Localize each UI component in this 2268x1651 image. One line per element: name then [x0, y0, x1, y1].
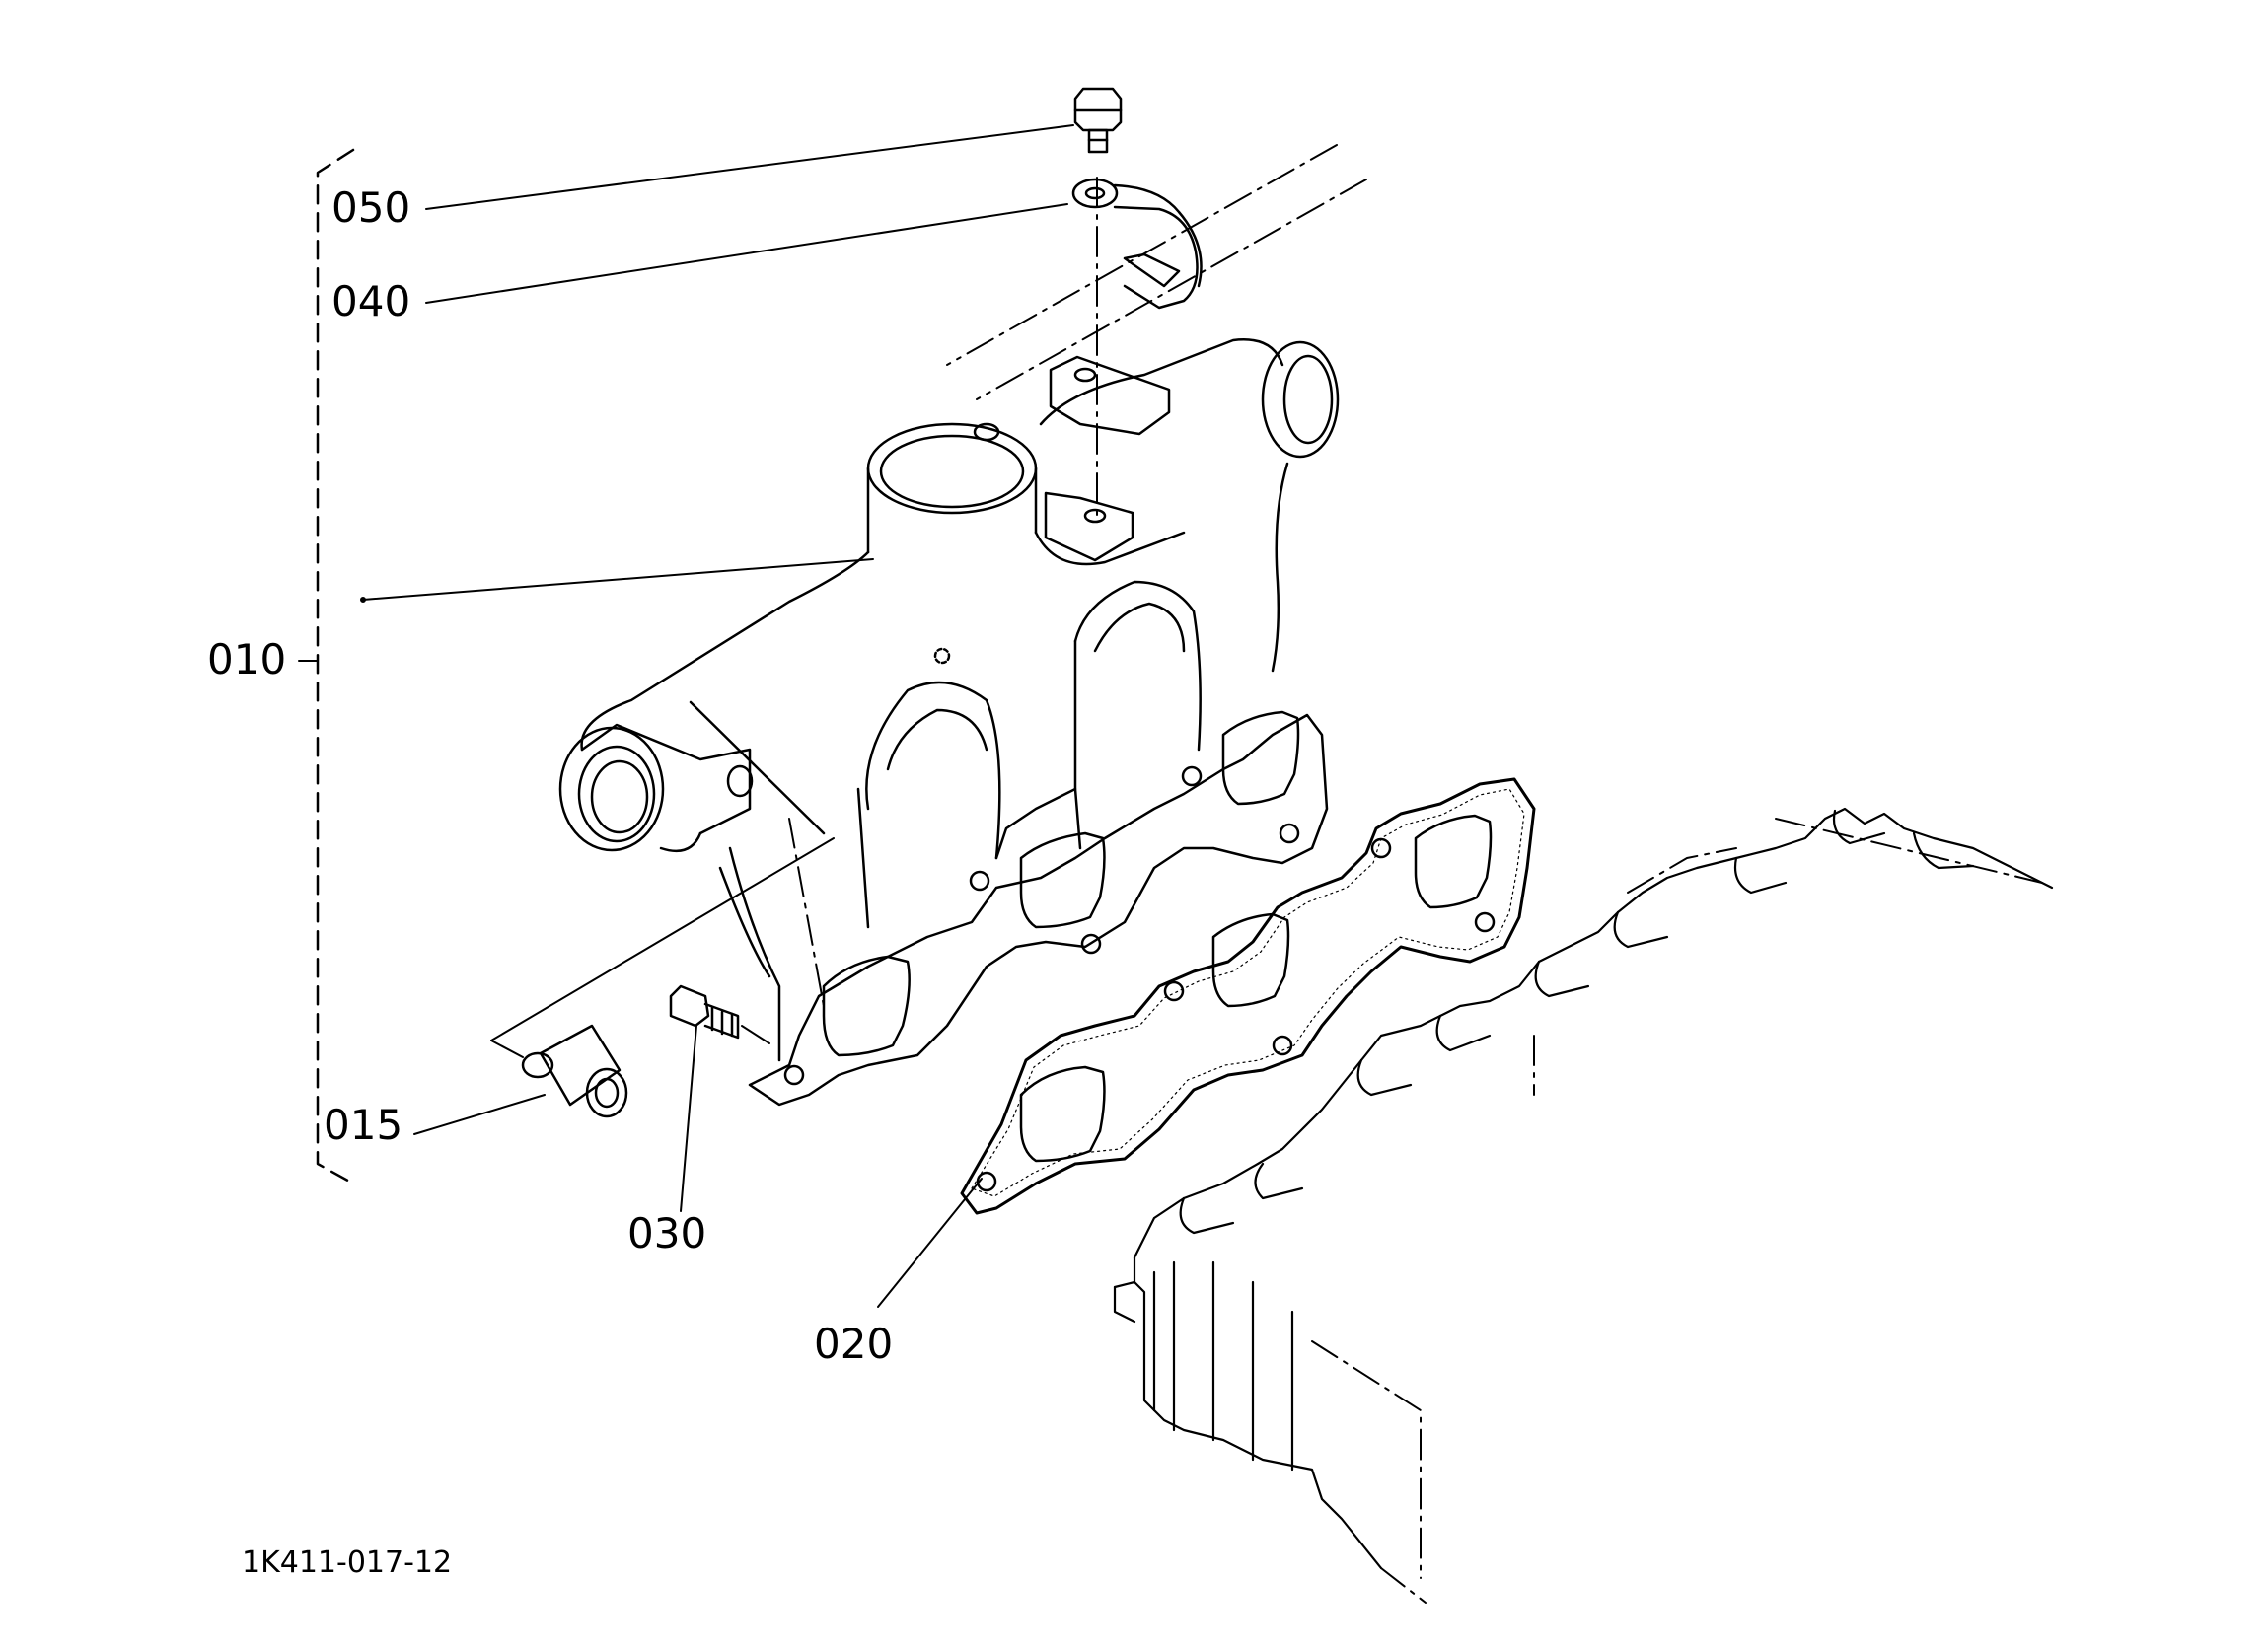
clamp-040 [1071, 178, 1203, 310]
leader-050 [425, 124, 1074, 210]
cylinder-head-centerlines [1311, 818, 2043, 1604]
assembly-bracket [316, 148, 355, 1185]
bolt-050 [1073, 87, 1123, 154]
leader-020 [877, 1178, 983, 1308]
stud-030 [669, 984, 770, 1044]
leader-010-part [362, 558, 874, 601]
manifold-body-010 [558, 338, 1340, 1107]
callout-010: 010 [207, 635, 287, 683]
leader-040 [425, 203, 1068, 304]
pipe-015 [490, 837, 835, 1118]
leader-030 [680, 1025, 697, 1212]
callout-040: 040 [331, 277, 411, 325]
gasket-020 [960, 777, 1536, 1215]
drawing-number: 1K411-017-12 [242, 1545, 453, 1580]
leader-015 [413, 1094, 546, 1135]
callout-050: 050 [331, 183, 411, 232]
callout-020: 020 [814, 1320, 894, 1368]
cylinder-head-outline [1113, 807, 2054, 1570]
callout-030: 030 [627, 1209, 707, 1257]
leader-lines [298, 124, 1074, 1308]
callout-015: 015 [324, 1101, 403, 1149]
